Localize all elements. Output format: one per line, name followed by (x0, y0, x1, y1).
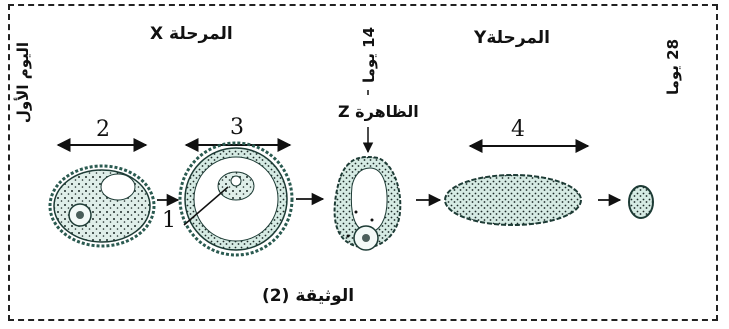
number-2: 2 (96, 117, 110, 142)
number-3: 3 (230, 115, 244, 140)
label-day-28: 28 يوما (664, 38, 682, 96)
document-caption: الوثيقة (2) (262, 286, 355, 306)
label-day-first: اليوم الأول (14, 42, 32, 124)
follicle-stage-2 (48, 164, 156, 248)
label-phenomenon-z: الظاهرة Z (338, 102, 419, 121)
number-1: 1 (162, 208, 176, 233)
label-day-14: 14 يوما (360, 26, 378, 84)
follicle-stage-3 (178, 141, 294, 257)
corpus-albicans (628, 185, 654, 219)
follicle-ovulation (333, 156, 402, 251)
number-4: 4 (511, 117, 525, 142)
corpus-luteum (444, 174, 582, 226)
document-frame (8, 4, 718, 321)
label-phase-x: المرحلة X (150, 24, 233, 44)
label-phase-y: المرحلةY (474, 28, 550, 48)
